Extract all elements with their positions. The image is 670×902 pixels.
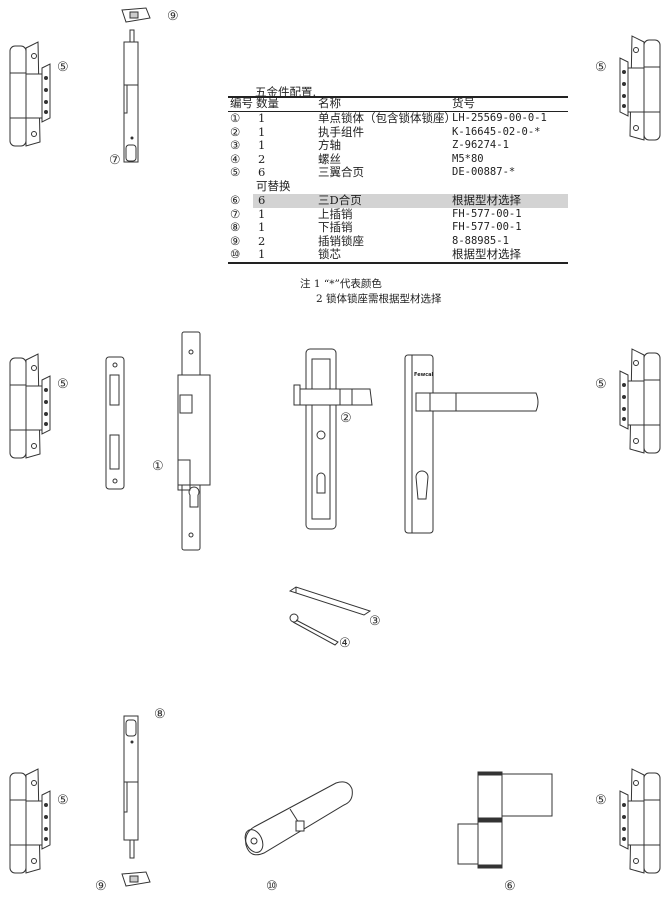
callout-5: ⑤ [595, 60, 607, 75]
bolt-strike-drawing [121, 7, 151, 23]
table-row: ⑦ 1 上插销 FH-577-00-1 [228, 206, 568, 222]
row-name: 三D合页 [318, 193, 362, 207]
row-number: ③ [230, 138, 241, 152]
alternatives-label-row: 可替换 [228, 178, 568, 194]
row-name: 下插销 [318, 220, 353, 234]
row-number: ⑧ [230, 220, 241, 234]
bolt-strike-drawing [121, 871, 151, 887]
row-qty: 1 [258, 220, 266, 234]
header-quantity: 数量 [256, 96, 279, 110]
upper-flush-bolt-drawing [123, 29, 139, 163]
header-rule [228, 111, 568, 112]
row-code: FH-577-00-1 [452, 221, 522, 233]
header-number: 编号 [230, 96, 253, 110]
row-number: ⑨ [230, 233, 241, 248]
callout-7: ⑦ [109, 153, 121, 168]
strike-plate-drawing [105, 356, 125, 490]
callout-3: ③ [369, 614, 381, 629]
row-qty: 6 [258, 165, 266, 179]
lock-cylinder-drawing [244, 781, 353, 856]
row-name: 方轴 [318, 138, 341, 152]
header-code: 货号 [452, 96, 475, 110]
callout-5: ⑤ [595, 793, 607, 808]
callout-5: ⑤ [57, 60, 69, 75]
handle-front: Fewcal [400, 345, 560, 545]
hinge-drawing [4, 38, 54, 148]
callout-4: ④ [339, 636, 351, 651]
table-top-rule [228, 96, 568, 98]
row-name: 三翼合页 [318, 165, 364, 179]
alternatives-label: 可替换 [256, 178, 291, 193]
row-number: ⑩ [230, 247, 241, 261]
callout-9: ⑨ [167, 9, 179, 24]
row-number: ② [230, 124, 241, 139]
row-name: 锁芯 [318, 247, 341, 261]
hinge-drawing [616, 345, 666, 455]
callout-5: ⑤ [57, 377, 69, 392]
table-title: 五金件配置. [255, 85, 317, 99]
row-code: DE-00887-* [452, 166, 516, 178]
callout-1: ① [152, 459, 164, 474]
row-number: ④ [230, 151, 241, 166]
row-number: ⑤ [230, 165, 241, 179]
row-code: K-16645-02-0-* [452, 125, 541, 138]
table-row: ⑤ 6 三翼合页 DE-00887-* [228, 165, 568, 180]
header-name: 名称 [318, 96, 341, 110]
note-2: 2 锁体锁座需根据型材选择 [316, 293, 442, 305]
hinge-drawing [616, 32, 666, 142]
table-bottom-rule [228, 262, 568, 264]
callout-8: ⑧ [154, 707, 166, 722]
table-row: ⑩ 1 锁芯 根据型材选择 [228, 247, 568, 262]
row-qty: 1 [258, 111, 266, 125]
table-row: ⑨ 2 插销锁座 8-88985-1 [228, 233, 568, 249]
table-row: ② 1 执手组件 K-16645-02-0-* [228, 124, 568, 140]
row-code: 根据型材选择 [452, 247, 521, 261]
handle-logo: Fewcal [414, 372, 434, 378]
handle-side-drawing [293, 348, 373, 530]
note-1: 注 1 “*”代表颜色 [300, 278, 382, 290]
table-row: ④ 2 螺丝 M5*80 [228, 151, 568, 167]
row-name: 执手组件 [318, 124, 364, 139]
row-number: ① [230, 111, 241, 125]
row-code: FH-577-00-1 [452, 207, 522, 220]
callout-10: ⑩ [266, 879, 278, 894]
3d-hinge-drawing [457, 771, 553, 869]
row-code: LH-25569-00-0-1 [452, 112, 547, 124]
table-header-row: 编号 数量 名称 货号 [228, 96, 568, 111]
callout-5: ⑤ [595, 377, 607, 392]
row-code: M5*80 [452, 152, 484, 165]
hinge-drawing [4, 350, 54, 460]
row-number: ⑥ [230, 193, 241, 207]
table-row: ⑧ 1 下插销 FH-577-00-1 [228, 220, 568, 235]
hinge-drawing [616, 765, 666, 875]
row-name: 单点锁体（包含锁体锁座） [318, 111, 456, 125]
lower-flush-bolt-drawing [123, 715, 139, 859]
callout-5: ⑤ [57, 793, 69, 808]
row-code: Z-96274-1 [452, 139, 509, 151]
row-code: 根据型材选择 [452, 193, 521, 207]
table-row: ① 1 单点锁体（包含锁体锁座）LH-25569-00-0-1 [228, 111, 568, 126]
screw-drawing [289, 613, 339, 646]
table-row-highlighted: ⑥ 6 三D合页 根据型材选择 [228, 193, 568, 208]
lock-body-drawing [177, 331, 211, 551]
table-row: ③ 1 方轴 Z-96274-1 [228, 138, 568, 153]
callout-6: ⑥ [504, 879, 516, 894]
row-qty: 1 [258, 247, 266, 261]
spindle-drawing [288, 586, 372, 616]
callout-9: ⑨ [95, 879, 107, 894]
row-qty: 1 [258, 206, 266, 221]
row-name: 上插销 [318, 206, 353, 221]
row-qty: 2 [258, 233, 266, 248]
row-qty: 6 [258, 193, 266, 207]
row-name: 插销锁座 [318, 233, 364, 248]
row-code: 8-88985-1 [452, 234, 509, 247]
row-qty: 2 [258, 151, 266, 166]
row-number: ⑦ [230, 206, 241, 221]
handle-front-drawing [404, 354, 539, 534]
hinge-drawing [4, 765, 54, 875]
row-qty: 1 [258, 124, 266, 139]
callout-2: ② [340, 411, 352, 426]
row-qty: 1 [258, 138, 266, 152]
row-name: 螺丝 [318, 151, 341, 166]
